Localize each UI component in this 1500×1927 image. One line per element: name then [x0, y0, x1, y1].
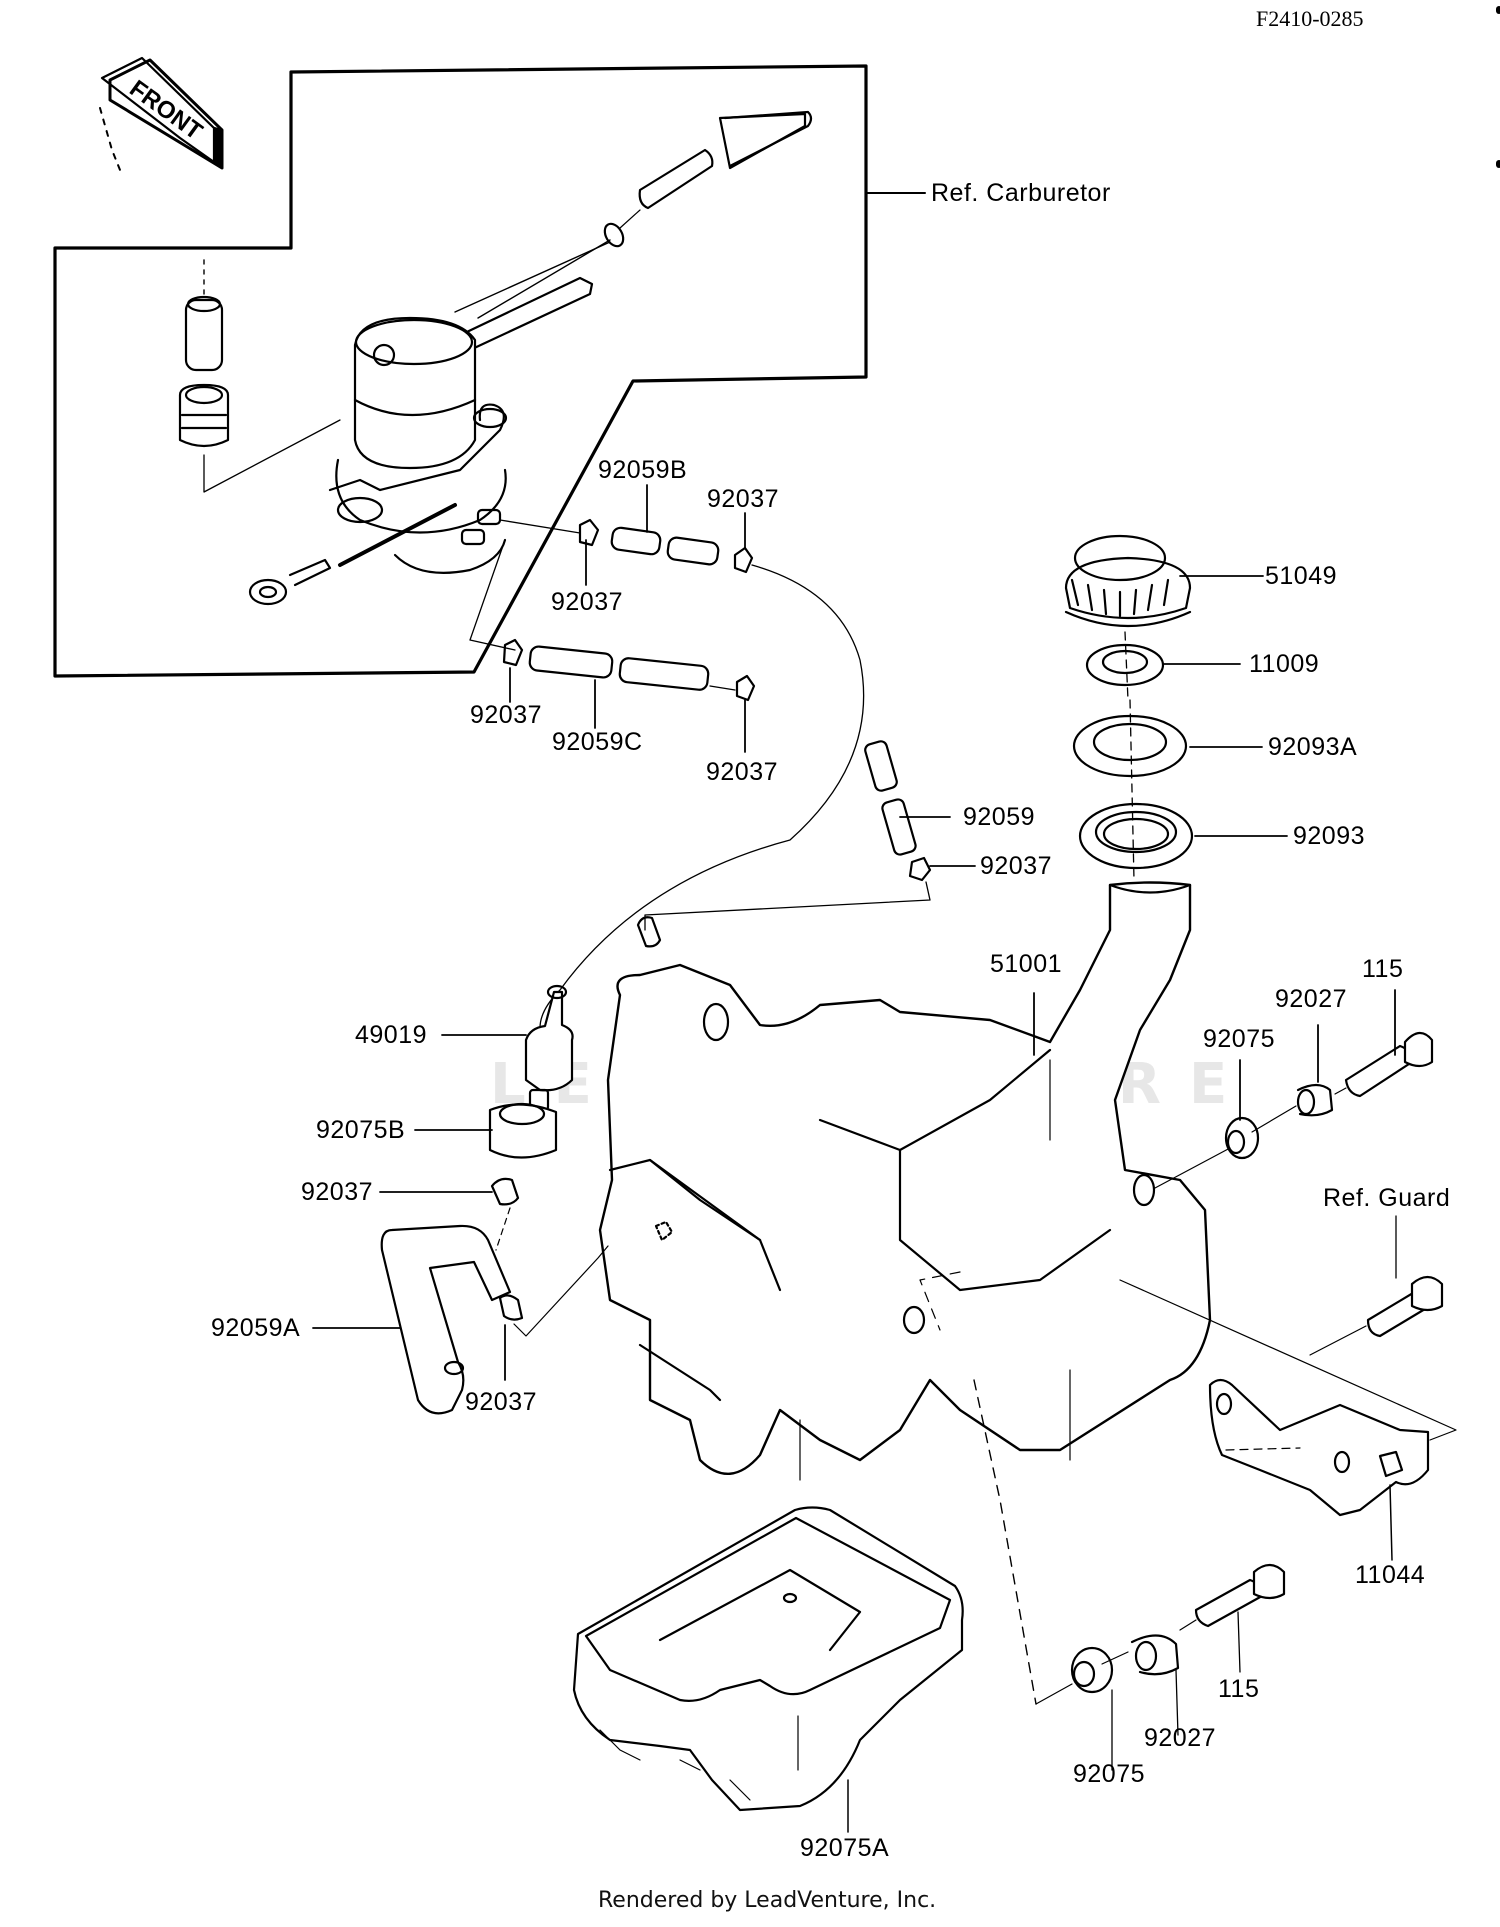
part-callout-92093[interactable]: 92093 [1293, 822, 1366, 850]
edge-mark [1496, 6, 1500, 14]
part-callout-92037[interactable]: 92037 [470, 701, 543, 729]
leader-lines [312, 484, 1396, 1381]
part-callout-51049[interactable]: 51049 [1265, 562, 1338, 590]
carburetor-reference-frame [53, 64, 868, 678]
part-callout-92075B[interactable]: 92075B [316, 1116, 406, 1144]
part-callout-92075[interactable]: 92075 [1073, 1760, 1146, 1788]
part-callout-92059A[interactable]: 92059A [211, 1314, 301, 1342]
bracket-11044 [1119, 1279, 1457, 1561]
part-callout-92075A[interactable]: 92075A [800, 1834, 890, 1862]
part-callout-92059C[interactable]: 92059C [552, 728, 643, 756]
edge-mark [1496, 160, 1500, 168]
footer-credit: Rendered by LeadVenture, Inc. [598, 1888, 937, 1913]
fuel-filter-assembly [380, 984, 609, 1415]
filler-cap-stack [1064, 534, 1194, 881]
part-callout-51001[interactable]: 51001 [990, 950, 1063, 978]
part-callout-115[interactable]: 115 [1362, 955, 1404, 983]
part-callout-92059[interactable]: 92059 [963, 803, 1036, 831]
ref-guard-label: Ref. Guard [1323, 1184, 1451, 1212]
part-callout-92037[interactable]: 92037 [465, 1388, 538, 1416]
hose-92059c-assembly [469, 539, 756, 702]
front-arrow-icon: FRONT [99, 56, 224, 171]
hose-92059b-assembly [499, 518, 865, 1029]
part-callout-92075[interactable]: 92075 [1203, 1025, 1276, 1053]
part-callout-11044[interactable]: 11044 [1355, 1561, 1426, 1589]
part-callout-92037[interactable]: 92037 [707, 485, 780, 513]
part-callout-92037[interactable]: 92037 [301, 1178, 374, 1206]
guard-bolt [1309, 1215, 1444, 1356]
mount-hardware-upper [1154, 1031, 1434, 1189]
part-callout-92093A[interactable]: 92093A [1268, 733, 1358, 761]
ref-carburetor-label: Ref. Carburetor [931, 179, 1111, 207]
part-callout-92059B[interactable]: 92059B [598, 456, 688, 484]
sleeve-grommet [178, 259, 341, 493]
oil-tank-body [598, 881, 1212, 1481]
figure-id: F2410-0285 [1256, 6, 1364, 31]
carburetor-hose [448, 110, 813, 352]
part-callout-92027[interactable]: 92027 [1144, 1724, 1217, 1752]
part-callout-49019[interactable]: 49019 [355, 1021, 428, 1049]
fuel-pump [248, 239, 611, 606]
part-callout-115[interactable]: 115 [1218, 1675, 1260, 1703]
hose-92059-assembly [636, 740, 932, 948]
part-callout-92037[interactable]: 92037 [551, 588, 624, 616]
part-callout-92037[interactable]: 92037 [706, 758, 779, 786]
part-callout-92027[interactable]: 92027 [1275, 985, 1348, 1013]
part-callout-11009[interactable]: 11009 [1249, 650, 1320, 678]
mount-hardware-lower [919, 1271, 1286, 1771]
part-callout-92037[interactable]: 92037 [980, 852, 1053, 880]
oil-pan [572, 1506, 964, 1833]
